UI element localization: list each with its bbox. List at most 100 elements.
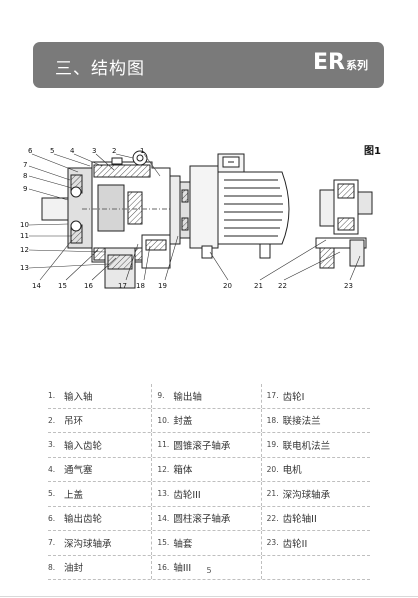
part-number: 14. <box>157 513 170 523</box>
part-name: 齿轮III <box>173 489 201 501</box>
part-name: 圆锥滚子轴承 <box>173 440 231 452</box>
parts-cell: 15.轴套 <box>151 531 260 555</box>
part-name: 封盖 <box>173 416 193 428</box>
parts-cell: 16.轴III <box>151 555 260 579</box>
part-name: 深沟球轴承 <box>282 489 331 501</box>
part-number: 9. <box>157 391 165 401</box>
part-number: 19. <box>266 440 279 450</box>
callout-22: 22 <box>278 282 287 290</box>
part-name: 输出轴 <box>173 391 202 403</box>
part-name: 联接法兰 <box>282 416 321 428</box>
parts-cell: 9. 输出轴 <box>151 384 260 408</box>
parts-cell: 14.圆柱滚子轴承 <box>151 506 260 530</box>
parts-cell: 8.油封 <box>48 556 151 580</box>
callout-10: 10 <box>20 221 29 229</box>
section-header-bar: 三、结构图 ER系列 <box>33 42 384 88</box>
section-title: 三、结构图 <box>55 59 145 79</box>
parts-cell: 18.联接法兰 <box>260 408 370 432</box>
callout-23: 23 <box>344 282 353 290</box>
parts-cell: 13.齿轮III <box>151 482 260 506</box>
part-number: 1. <box>48 391 56 401</box>
part-name: 深沟球轴承 <box>64 538 112 550</box>
parts-cell: 23.齿轮II <box>260 531 370 555</box>
part-number: 13. <box>157 489 170 499</box>
callout-2: 2 <box>112 147 116 155</box>
parts-cell: 7.深沟球轴承 <box>48 531 151 555</box>
callout-7: 7 <box>23 161 27 169</box>
callout-15: 15 <box>58 282 67 290</box>
series-badge: ER系列 <box>313 50 368 75</box>
callout-1: 1 <box>140 147 144 155</box>
part-name: 通气塞 <box>64 465 93 477</box>
part-name: 轴套 <box>173 538 193 550</box>
parts-cell: 11.圆锥滚子轴承 <box>151 433 260 457</box>
part-name: 输入齿轮 <box>64 440 103 452</box>
callout-21: 21 <box>254 282 263 290</box>
figure-label: 图1 <box>364 145 381 157</box>
part-number: 22. <box>266 513 279 523</box>
callout-8: 8 <box>23 172 27 180</box>
part-name: 输出齿轮 <box>64 514 103 526</box>
part-name: 齿轮I <box>282 391 305 403</box>
series-suffix: 系列 <box>346 59 368 72</box>
part-number: 20. <box>266 464 279 474</box>
parts-cell: 17.齿轮I <box>260 384 370 408</box>
part-number: 21. <box>266 489 279 499</box>
part-number: 3. <box>48 440 56 450</box>
part-name: 齿轮II <box>282 538 308 550</box>
motor-body <box>189 153 290 259</box>
parts-cell: 21.深沟球轴承 <box>260 482 370 506</box>
callout-3: 3 <box>92 147 96 155</box>
part-name: 圆柱滚子轴承 <box>173 514 231 526</box>
callout-18: 18 <box>136 282 145 290</box>
parts-cell: 5. 上盖 <box>48 482 151 506</box>
parts-cell: 22.齿轮轴II <box>260 506 370 530</box>
part-number: 15. <box>157 538 170 548</box>
callout-19: 19 <box>158 282 167 290</box>
parts-cell: 3. 输入齿轮 <box>48 433 151 457</box>
part-number: 8. <box>48 562 56 572</box>
parts-cell: 1.输入轴 <box>48 384 151 408</box>
callout-14: 14 <box>32 282 41 290</box>
part-name: 齿轮轴II <box>282 514 317 526</box>
part-name: 上盖 <box>64 489 84 501</box>
part-number: 2. <box>48 415 56 425</box>
callout-9: 9 <box>23 185 27 193</box>
page-number: 5 <box>206 566 212 575</box>
callout-13: 13 <box>20 264 29 272</box>
callout-11: 11 <box>20 232 29 240</box>
part-number: 18. <box>266 415 279 425</box>
part-number: 12. <box>157 464 170 474</box>
callout-5: 5 <box>50 147 54 155</box>
parts-cell: 19.联电机法兰 <box>260 433 370 457</box>
part-name: 联电机法兰 <box>282 440 331 452</box>
callout-12: 12 <box>20 246 29 254</box>
series-code: ER <box>313 50 345 75</box>
part-name: 电机 <box>282 465 302 477</box>
parts-cell <box>260 555 370 579</box>
parts-cell: 2.吊环 <box>48 409 151 433</box>
gear-detail-section <box>315 179 373 269</box>
part-number: 16. <box>157 562 170 572</box>
footer-rule <box>0 596 418 597</box>
part-number: 5. <box>48 489 56 499</box>
parts-row: 1.输入轴 9. 输出轴 17.齿轮I <box>48 384 370 409</box>
callout-20: 20 <box>223 282 232 290</box>
part-number: 17. <box>266 391 279 401</box>
part-number: 4. <box>48 464 56 474</box>
parts-cell: 12.箱体 <box>151 457 260 481</box>
callout-6: 6 <box>28 147 33 155</box>
part-name: 箱体 <box>173 465 193 477</box>
parts-cell: 4. 通气塞 <box>48 458 151 482</box>
structure-diagram: 6 5 4 3 2 1 7 8 9 10 11 12 13 14 15 16 1… <box>20 145 381 290</box>
parts-cell: 20.电机 <box>260 457 370 481</box>
callout-16: 16 <box>84 282 93 290</box>
parts-cell: 6.输出齿轮 <box>48 507 151 531</box>
callout-17: 17 <box>118 282 127 290</box>
